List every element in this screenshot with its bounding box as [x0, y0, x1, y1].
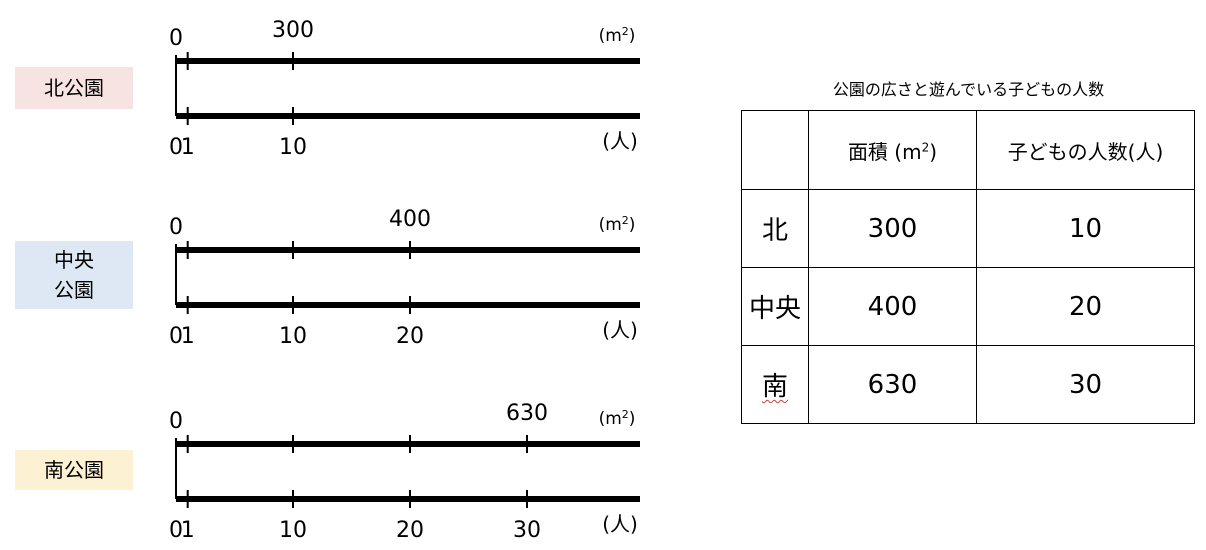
- row-children-value: 20: [976, 267, 1195, 346]
- park-0-people-zero-label: 0: [169, 135, 183, 160]
- header-area-exp: 2: [921, 139, 930, 154]
- header-area-text: 面積 (m: [847, 139, 922, 164]
- park-name-central-line2: 公園: [54, 278, 94, 302]
- park-label-north: 北公園: [15, 67, 133, 109]
- table-header-row: 面積 (m2) 子どもの人数(人): [741, 110, 1195, 190]
- park-2-people-zero-label: 0: [169, 518, 183, 543]
- park-0-people-tick-label: 1: [181, 135, 195, 160]
- park-1-people-zero-label: 0: [169, 324, 183, 349]
- park-2-area-value-label: 630: [506, 401, 548, 426]
- park-0-area-value-label: 300: [272, 18, 314, 43]
- park-2-area-unit-label: (m2): [599, 408, 636, 430]
- park-0-area-zero-label: 0: [169, 26, 183, 51]
- park-2-people-unit-label: (人): [602, 512, 638, 536]
- park-name-north: 北公園: [44, 76, 104, 100]
- header-area-close: ): [929, 139, 938, 164]
- row-area-value: 300: [808, 189, 977, 268]
- park-0-people-tick-label: 10: [279, 135, 307, 160]
- table-row: 中央 400 20: [741, 267, 1195, 346]
- row-park-name: 南: [741, 345, 809, 424]
- park-name-central-line1: 中央: [54, 248, 94, 272]
- park-label-central: 中央 公園: [15, 241, 133, 309]
- park-2-people-tick-label: 20: [396, 518, 424, 543]
- row-children-value: 10: [976, 189, 1195, 268]
- table-title: 公園の広さと遊んでいる子どもの人数: [832, 80, 1105, 99]
- park-2-people-tick-label: 1: [181, 518, 195, 543]
- header-cell-empty: [741, 110, 809, 190]
- row-park-name: 北: [741, 189, 809, 268]
- table-row: 南 630 30: [741, 345, 1195, 424]
- park-1-area-unit-label: (m2): [599, 214, 636, 236]
- row-children-value: 30: [976, 345, 1195, 424]
- park-0-people-unit-label: (人): [602, 129, 638, 153]
- row-area-value: 630: [808, 345, 977, 424]
- row-park-name: 中央: [741, 267, 809, 346]
- park-2-area-zero-label: 0: [169, 409, 183, 434]
- park-1-area-value-label: 400: [389, 207, 431, 232]
- park-0-area-unit-label: (m2): [599, 25, 636, 47]
- park-1-people-tick-label: 10: [279, 324, 307, 349]
- park-1-people-tick-label: 1: [181, 324, 195, 349]
- park-2-people-tick-label: 10: [279, 518, 307, 543]
- row-park-name-text: 南: [761, 372, 788, 402]
- park-1-people-tick-label: 20: [396, 324, 424, 349]
- header-cell-children: 子どもの人数(人): [976, 110, 1195, 190]
- header-cell-area: 面積 (m2): [808, 110, 977, 190]
- park-2-people-tick-label: 30: [513, 518, 541, 543]
- park-name-south: 南公園: [44, 458, 104, 482]
- park-1-people-unit-label: (人): [602, 318, 638, 342]
- park-label-south: 南公園: [15, 450, 133, 490]
- row-area-value: 400: [808, 267, 977, 346]
- park-1-area-zero-label: 0: [169, 215, 183, 240]
- park-data-table: 面積 (m2) 子どもの人数(人) 北 300 10 中央 400 20 南 6…: [741, 110, 1195, 424]
- table-row: 北 300 10: [741, 189, 1195, 268]
